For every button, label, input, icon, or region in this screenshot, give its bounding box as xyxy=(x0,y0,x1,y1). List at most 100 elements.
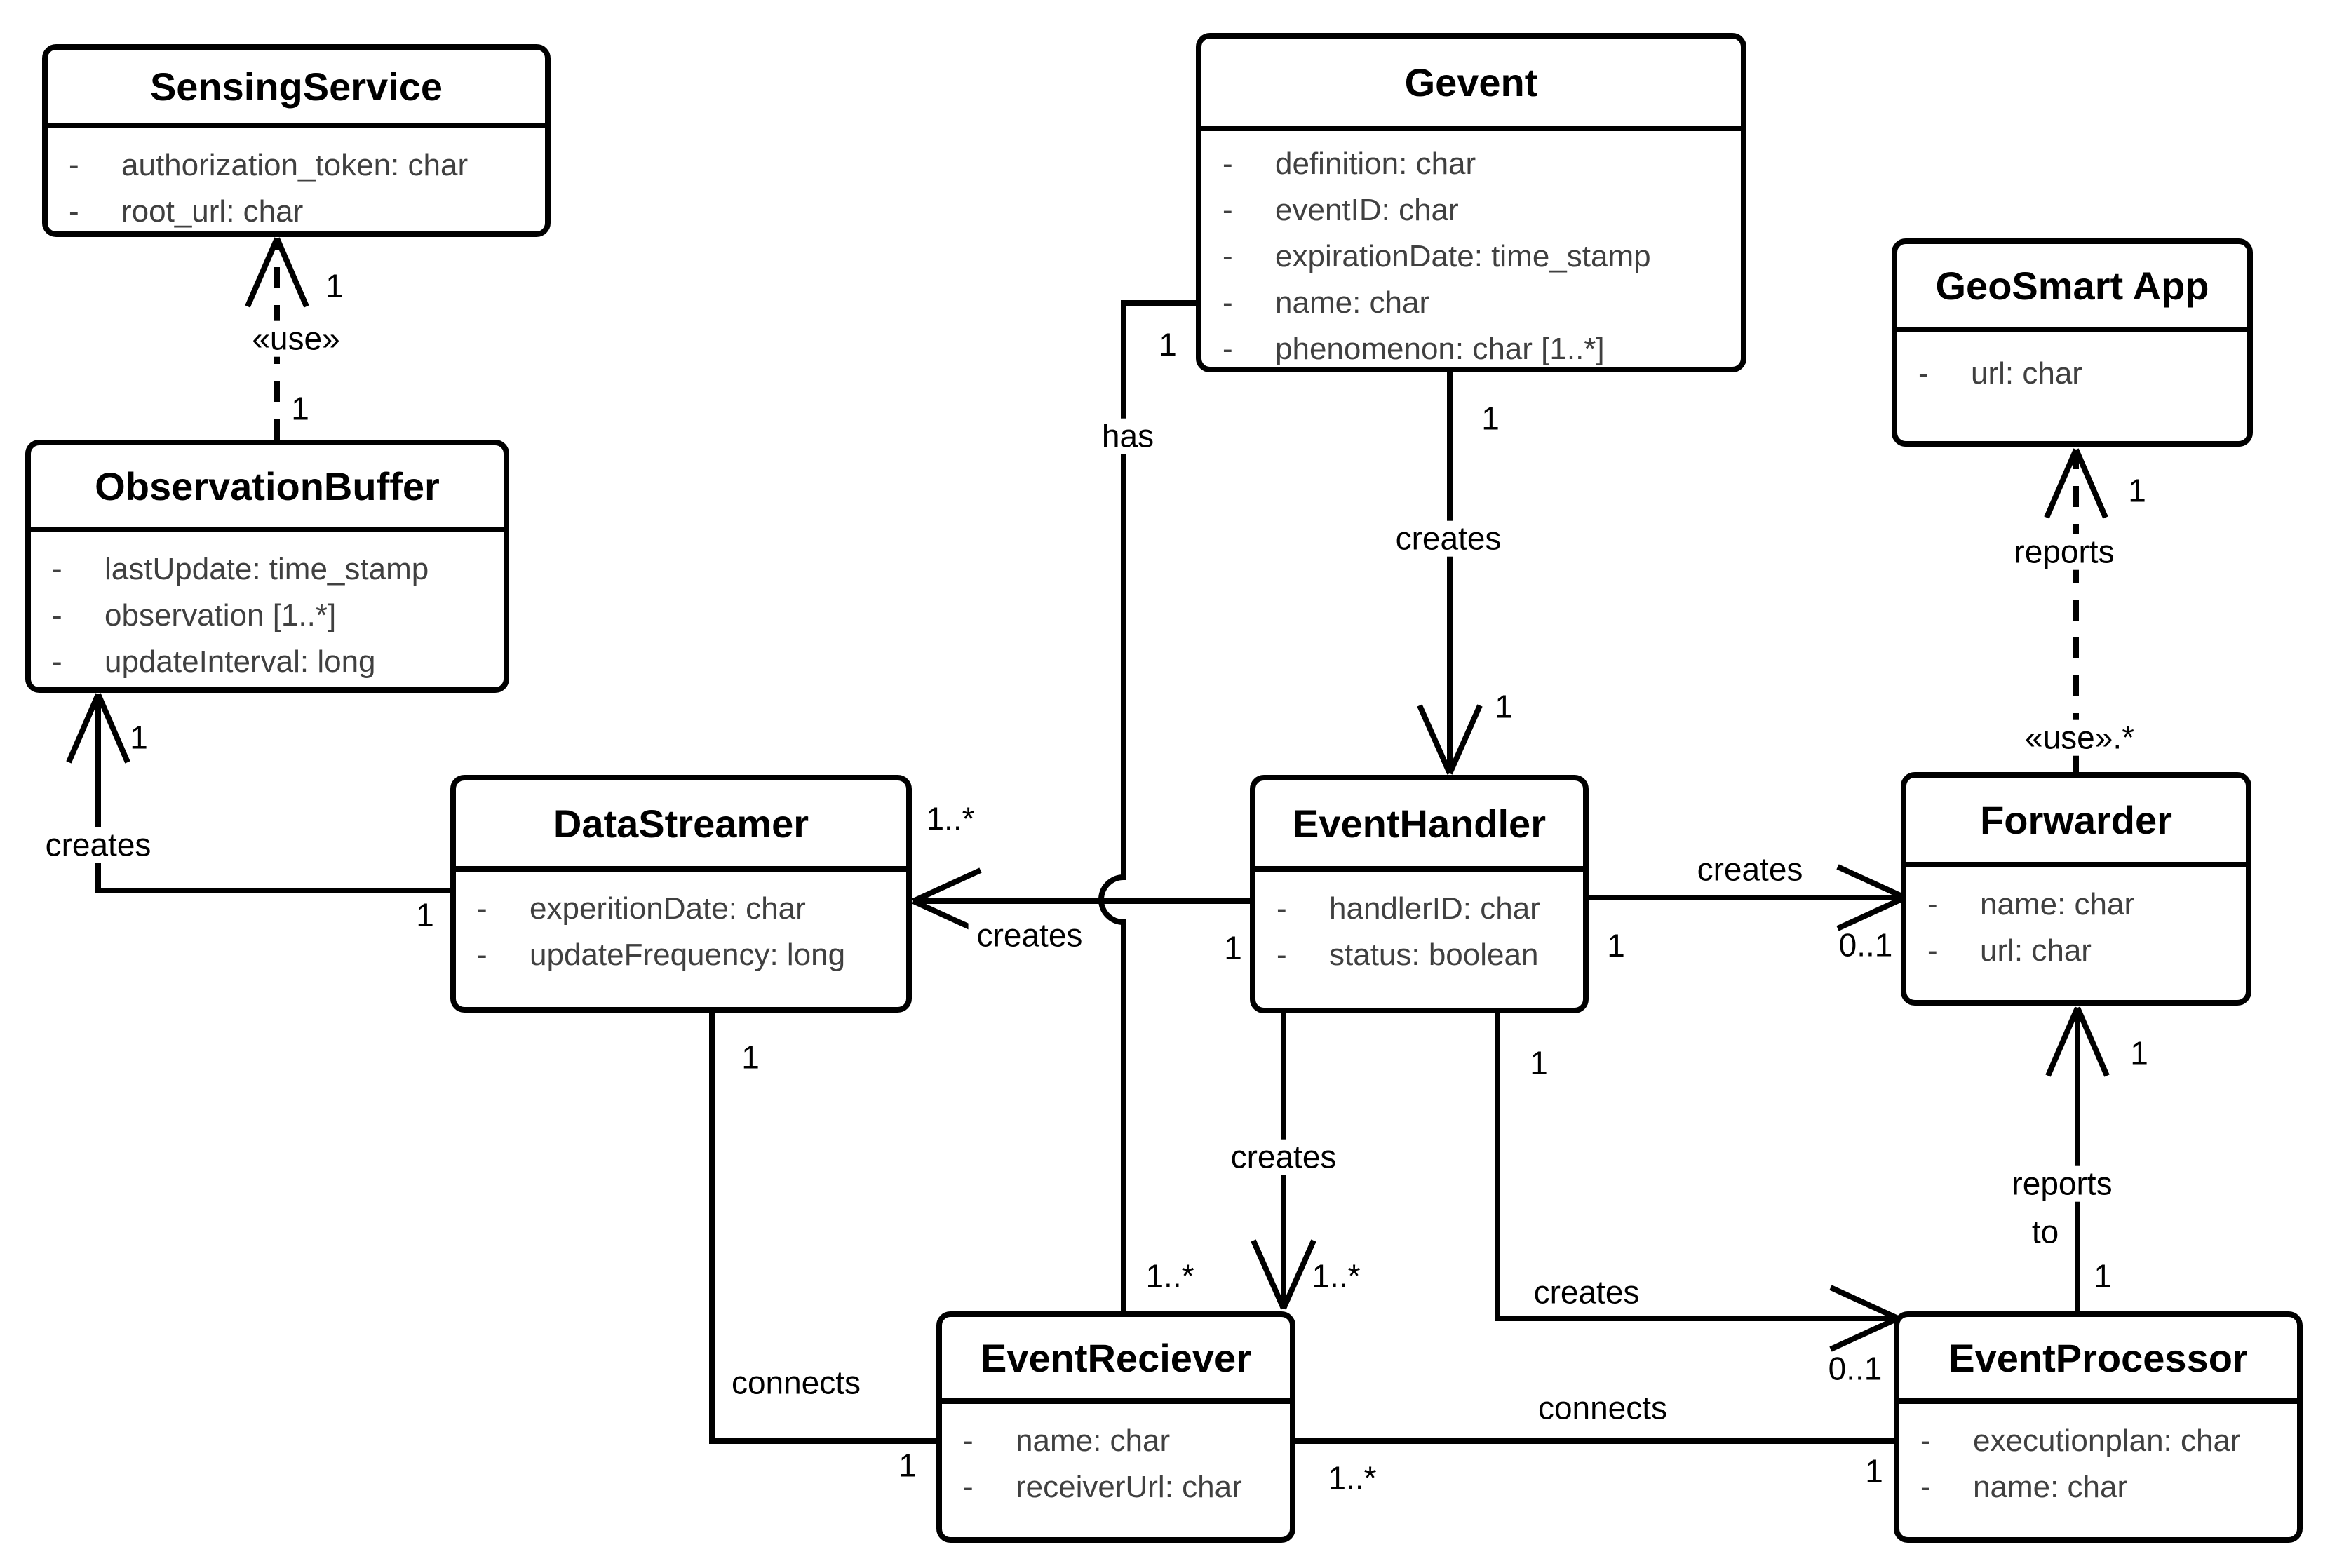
attribute-visibility-marker: - xyxy=(1920,1424,1931,1458)
attribute-text: authorization_token: char xyxy=(121,148,469,182)
attribute-visibility-marker: - xyxy=(52,598,62,633)
attribute-text: eventID: char xyxy=(1275,193,1459,227)
attribute-row: -name: char xyxy=(1899,1464,2297,1510)
class-box-eventhandler: EventHandler -handlerID: char - status: b… xyxy=(1250,775,1589,1013)
class-attributes: -handlerID: char - status: boolean xyxy=(1255,872,1583,1008)
attribute-visibility-marker: - xyxy=(1918,356,1929,391)
class-title: Forwarder xyxy=(1906,778,2246,867)
attribute-visibility-marker: - xyxy=(477,891,487,926)
attribute-row: -lastUpdate: time_stamp xyxy=(31,546,504,593)
attribute-row: -authorization_token: char xyxy=(48,142,545,189)
multiplicity-label: 1 xyxy=(1159,326,1177,363)
label-creates: creates xyxy=(1222,1140,1345,1175)
attribute-visibility-marker: - xyxy=(1223,239,1233,273)
label-use-stereotype: «use».* xyxy=(2016,720,2143,756)
label-reports-to: to xyxy=(2023,1215,2068,1250)
attribute-text: receiverUrl: char xyxy=(1016,1470,1242,1504)
multiplicity-label: 1 xyxy=(291,390,309,427)
attribute-text: definition: char xyxy=(1275,147,1476,181)
attribute-text: name: char xyxy=(1980,887,2135,921)
class-attributes: - executionplan: char -name: char xyxy=(1899,1404,2297,1537)
label-creates: creates xyxy=(1688,852,1812,888)
multiplicity-label: 1 xyxy=(2094,1257,2112,1295)
attribute-text: lastUpdate: time_stamp xyxy=(105,552,429,586)
label-reports: reports xyxy=(2005,534,2123,570)
connector-datastreamer-creates-observationbuffer xyxy=(95,698,450,893)
multiplicity-label: 1..* xyxy=(1312,1257,1361,1295)
class-box-sensingservice: SensingService -authorization_token: cha… xyxy=(42,44,551,237)
multiplicity-label: 1 xyxy=(416,896,434,933)
label-reports-to: reports xyxy=(2003,1166,2121,1202)
attribute-row: - phenomenon: char [1..*] xyxy=(1201,326,1741,372)
class-attributes: -authorization_token: char -root_url: ch… xyxy=(48,128,545,235)
multiplicity-label: 1 xyxy=(1865,1452,1883,1489)
attribute-row: -name: char xyxy=(1906,881,2246,928)
multiplicity-label: 1 xyxy=(325,267,344,304)
class-attributes: -lastUpdate: time_stamp -observation [1.… xyxy=(31,532,504,687)
attribute-row: -expirationDate: time_stamp xyxy=(1201,234,1741,280)
class-title: SensingService xyxy=(48,50,545,128)
attribute-text: experitionDate: char xyxy=(530,891,806,926)
class-title: DataStreamer xyxy=(456,780,906,872)
open-arrowhead-icon xyxy=(1251,1239,1316,1310)
class-box-datastreamer: DataStreamer - experitionDate: char - upda… xyxy=(450,775,912,1013)
attribute-text: updateFrequency: long xyxy=(530,938,846,972)
open-arrowhead-icon xyxy=(1836,864,1906,931)
attribute-visibility-marker: - xyxy=(1223,193,1233,227)
attribute-row: - definition: char xyxy=(1201,141,1741,187)
attribute-visibility-marker: - xyxy=(1277,938,1287,972)
class-title: Gevent xyxy=(1201,39,1741,131)
attribute-text: status: boolean xyxy=(1329,938,1539,972)
class-box-eventprocessor: EventProcessor -executionplan: char -nam… xyxy=(1894,1311,2303,1543)
connector-eventhandler-creates-eventprocessor xyxy=(1495,1013,1895,1321)
class-title: EventReciever xyxy=(942,1317,1290,1404)
attribute-row: - executionplan: char xyxy=(1899,1418,2297,1464)
label-creates: creates xyxy=(1387,521,1510,557)
attribute-text: name: char xyxy=(1275,285,1430,320)
multiplicity-label: 0..1 xyxy=(1838,926,1893,964)
open-arrowhead-icon xyxy=(66,693,130,764)
attribute-row: -url: char xyxy=(1897,351,2247,397)
attribute-row: -observation [1..*] xyxy=(31,593,504,639)
class-box-eventreciever: EventReciever -name: char -receiverUrl: … xyxy=(936,1311,1295,1543)
attribute-row: - updateFrequency: long xyxy=(456,932,906,978)
multiplicity-label: 1 xyxy=(741,1039,760,1076)
label-connects: connects xyxy=(731,1364,861,1401)
open-arrowhead-icon xyxy=(245,237,309,308)
multiplicity-label: 1 xyxy=(1224,929,1242,966)
connector-gevent-has-eventreciever xyxy=(1098,300,1196,1311)
multiplicity-label: 1 xyxy=(130,719,148,756)
class-attributes: - experitionDate: char - updateFrequency: … xyxy=(456,872,906,1007)
attribute-row: - receiverUrl: char xyxy=(942,1464,1290,1510)
multiplicity-label: 1 xyxy=(1481,400,1500,437)
open-arrowhead-icon xyxy=(1829,1285,1899,1352)
label-creates: creates xyxy=(36,827,160,863)
class-attributes: -name: char -receiverUrl: char xyxy=(942,1404,1290,1537)
attribute-row: -handlerID: char xyxy=(1255,886,1583,932)
attribute-visibility-marker: - xyxy=(477,938,487,972)
class-title: GeoSmart App xyxy=(1897,244,2247,332)
label-use-stereotype: «use» xyxy=(243,321,349,357)
label-creates: creates xyxy=(1533,1273,1640,1311)
class-box-geosmartapp: GeoSmart App -url: char xyxy=(1892,238,2253,447)
class-attributes: -name: char -url: char xyxy=(1906,867,2246,1000)
attribute-text: updateInterval: long xyxy=(105,644,376,679)
attribute-visibility-marker: - xyxy=(963,1424,974,1458)
attribute-visibility-marker: - xyxy=(1277,891,1287,926)
multiplicity-label: 1 xyxy=(1607,927,1625,964)
attribute-text: phenomenon: char [1..*] xyxy=(1275,332,1605,366)
multiplicity-label: 1 xyxy=(1495,688,1513,725)
class-box-gevent: Gevent - definition: char - eventID: char … xyxy=(1196,33,1746,372)
class-attributes: - definition: char - eventID: char -expira… xyxy=(1201,131,1741,372)
attribute-visibility-marker: - xyxy=(52,644,62,679)
attribute-visibility-marker: - xyxy=(1223,332,1233,366)
class-title: EventHandler xyxy=(1255,780,1583,872)
open-arrowhead-icon xyxy=(2044,448,2108,519)
attribute-visibility-marker: - xyxy=(1223,147,1233,181)
attribute-text: executionplan: char xyxy=(1973,1424,2241,1458)
class-box-observationbuffer: ObservationBuffer -lastUpdate: time_stam… xyxy=(25,440,509,693)
attribute-visibility-marker: - xyxy=(963,1470,974,1504)
attribute-text: name: char xyxy=(1973,1470,2128,1504)
attribute-visibility-marker: - xyxy=(1927,933,1938,968)
